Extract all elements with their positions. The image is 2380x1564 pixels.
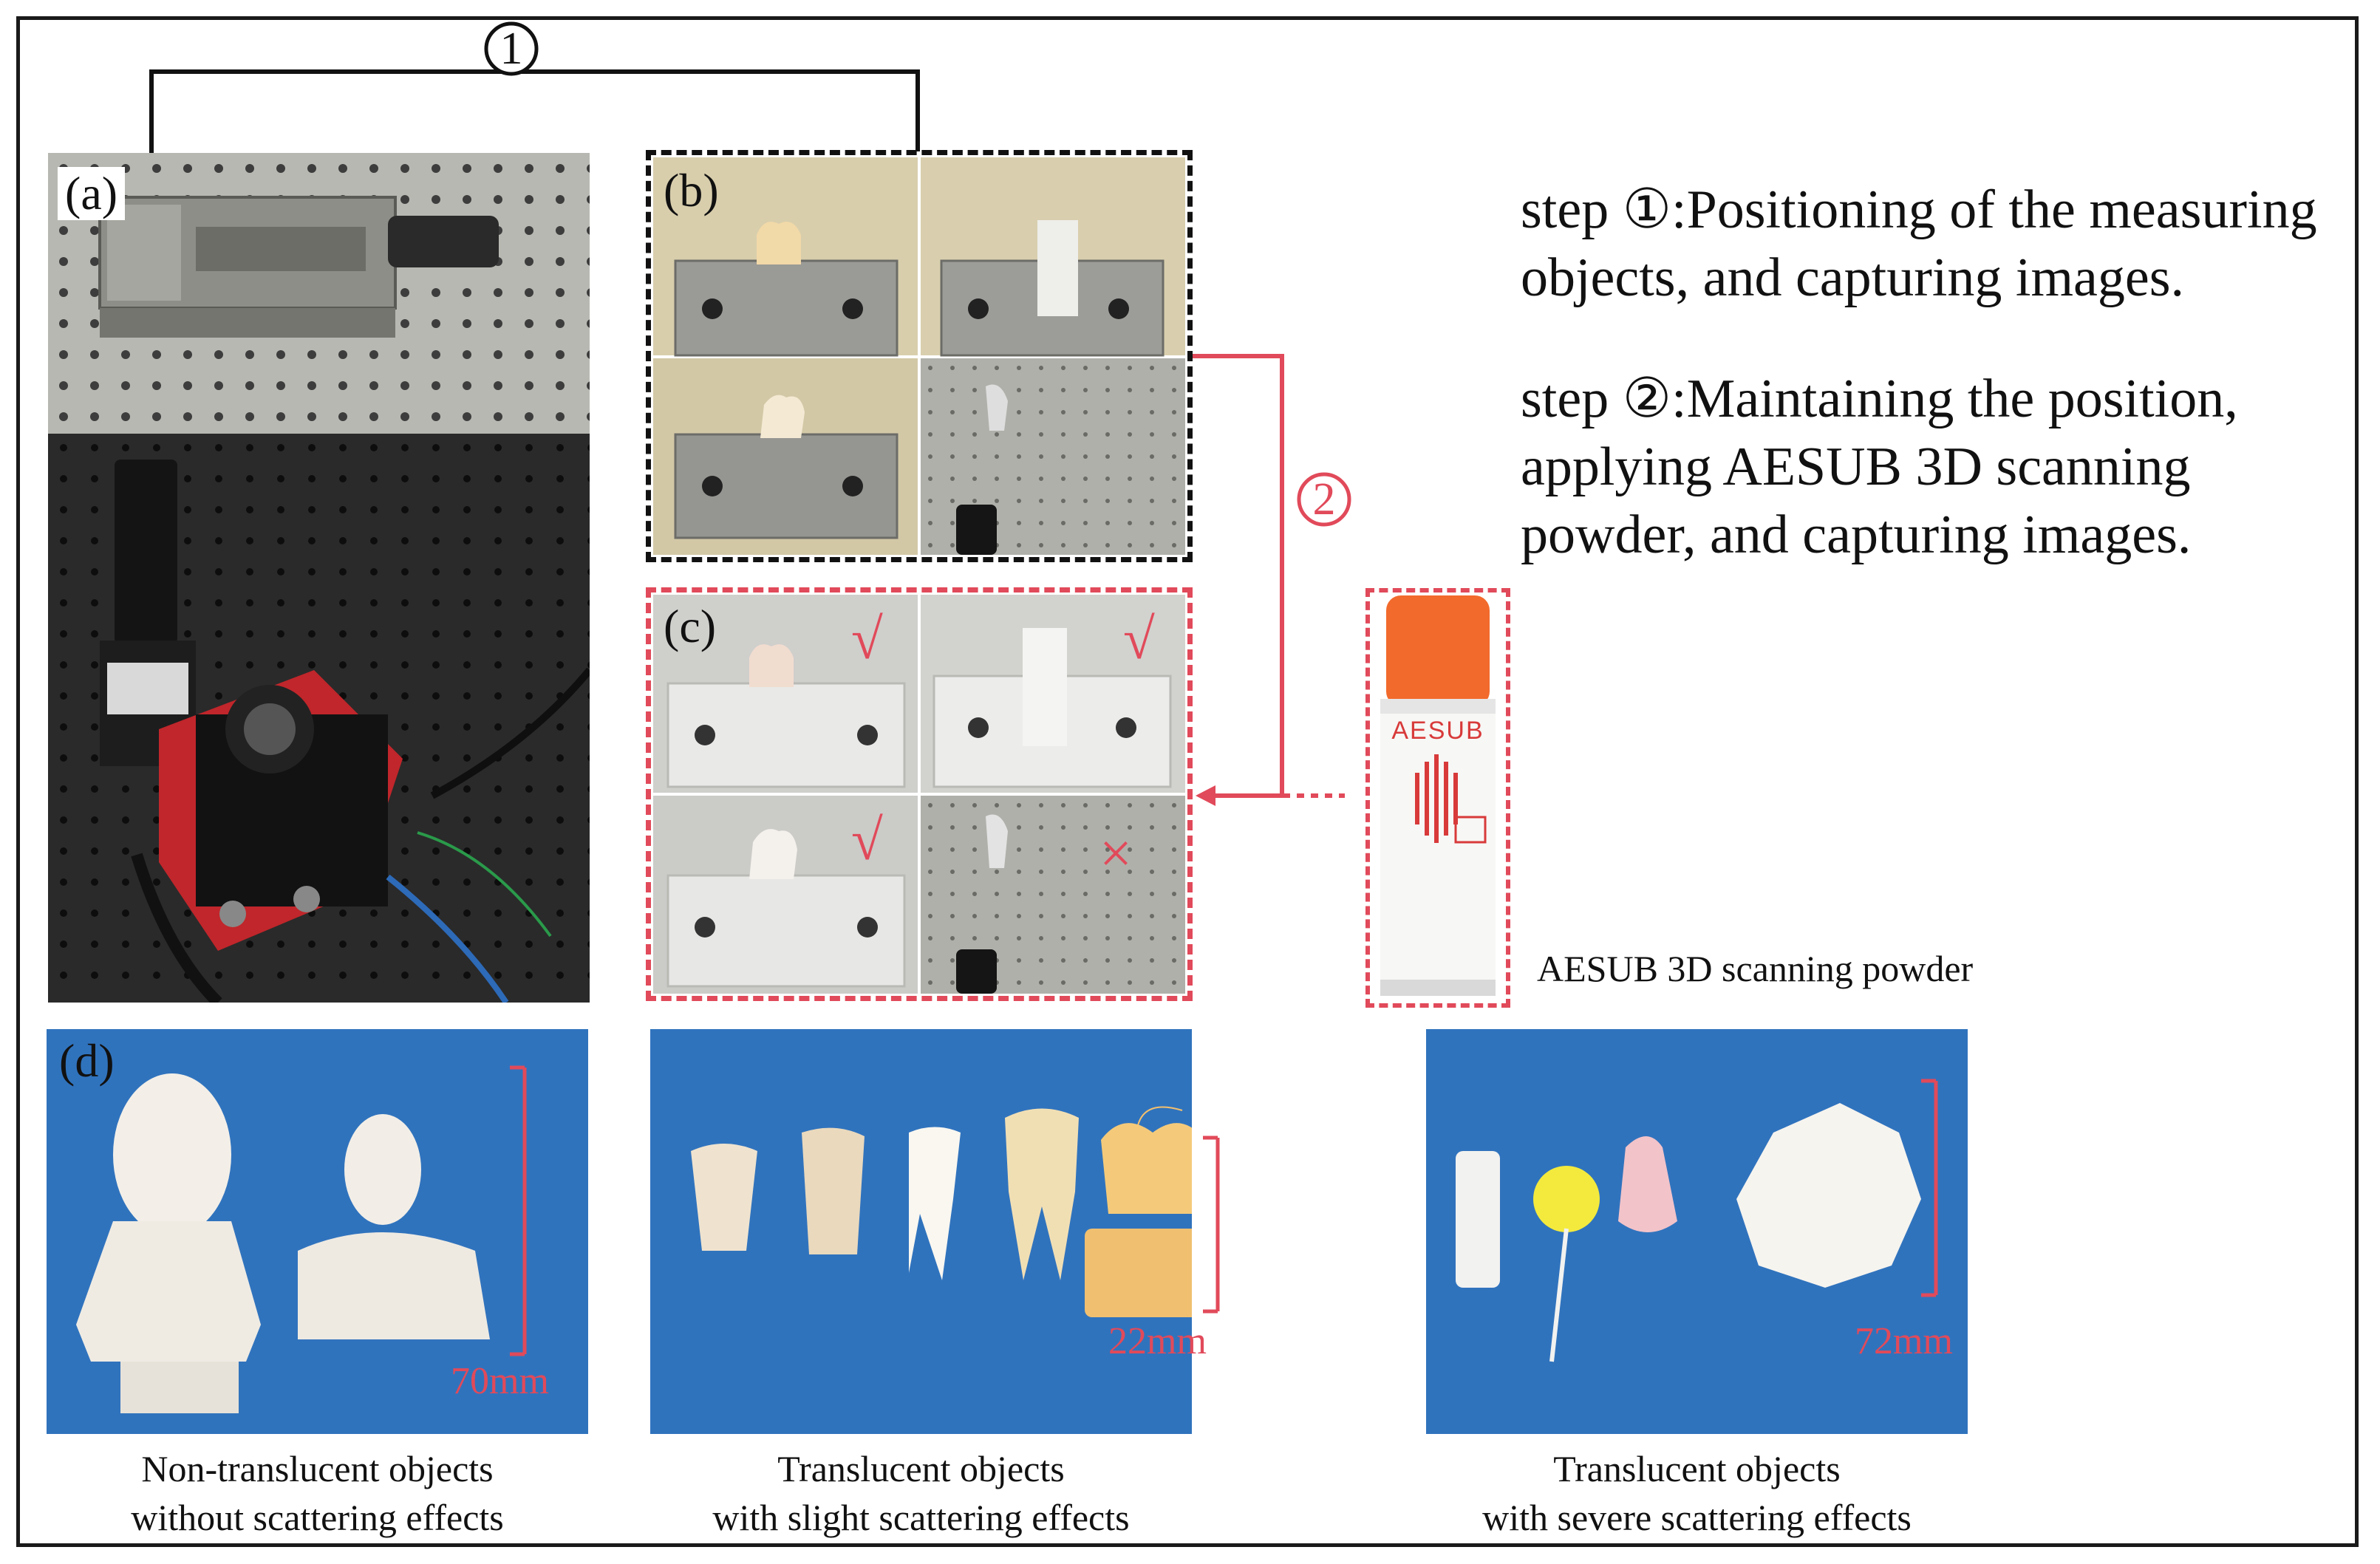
group1-caption-line1: Non-translucent objects bbox=[141, 1448, 494, 1489]
group3-caption: Translucent objects with severe scatteri… bbox=[1426, 1444, 1968, 1542]
group2-caption-line2: with slight scattering effects bbox=[712, 1497, 1130, 1538]
group1-caption: Non-translucent objects without scatteri… bbox=[47, 1444, 588, 1542]
step2-number: 2 bbox=[1312, 474, 1336, 525]
check-mark-bottom-left: √ bbox=[851, 807, 883, 872]
panel-c-label: (c) bbox=[664, 600, 717, 652]
group3-scale-label: 72mm bbox=[1855, 1320, 1953, 1362]
cross-mark-bottom-right: × bbox=[1099, 821, 1132, 885]
group1-caption-line2: without scattering effects bbox=[131, 1497, 504, 1538]
group2-scale-label: 22mm bbox=[1108, 1320, 1207, 1362]
step1-line1: step ①:Positioning of the measuring bbox=[1521, 180, 2317, 240]
step1-line2: objects, and capturing images. bbox=[1521, 247, 2185, 308]
group2-caption-line1: Translucent objects bbox=[777, 1448, 1065, 1489]
group3-caption-line2: with severe scattering effects bbox=[1482, 1497, 1912, 1538]
panel-d-label: (d) bbox=[59, 1034, 115, 1087]
spray-brand: AESUB bbox=[1391, 717, 1484, 745]
panel-c-border bbox=[646, 587, 1193, 1001]
spray-can-image bbox=[1374, 595, 1501, 1000]
group2-photo bbox=[650, 1029, 1192, 1434]
step1-connector bbox=[143, 21, 920, 205]
panel-b-border bbox=[646, 150, 1193, 562]
figure-frame bbox=[16, 16, 2359, 1547]
panel-b-photo-grid bbox=[653, 157, 1185, 555]
step2-line1: step ②:Maintaining the position, bbox=[1521, 369, 2238, 429]
step2-line3: powder, and capturing images. bbox=[1521, 505, 2192, 565]
group1-photo bbox=[47, 1029, 588, 1434]
check-mark-top-left: √ bbox=[851, 607, 883, 671]
step2-line2: applying AESUB 3D scanning bbox=[1521, 437, 2191, 497]
spray-can-border bbox=[1365, 588, 1510, 1008]
spray-caption: AESUB 3D scanning powder bbox=[1537, 948, 1974, 989]
panel-a-setup-photo bbox=[48, 153, 590, 1003]
group1-scale-label: 70mm bbox=[451, 1360, 549, 1402]
group2-scale-bar bbox=[1203, 1136, 1220, 1314]
group2-caption: Translucent objects with slight scatteri… bbox=[650, 1444, 1192, 1542]
check-mark-top-right: √ bbox=[1123, 607, 1155, 671]
optical-table-scene bbox=[48, 153, 590, 1003]
panel-b-label: (b) bbox=[664, 164, 719, 216]
panel-c-photo-grid bbox=[653, 595, 1185, 994]
group3-caption-line1: Translucent objects bbox=[1553, 1448, 1841, 1489]
step1-number: 1 bbox=[499, 24, 523, 74]
group3-photo bbox=[1426, 1029, 1968, 1434]
panel-a-label: (a) bbox=[58, 167, 126, 220]
